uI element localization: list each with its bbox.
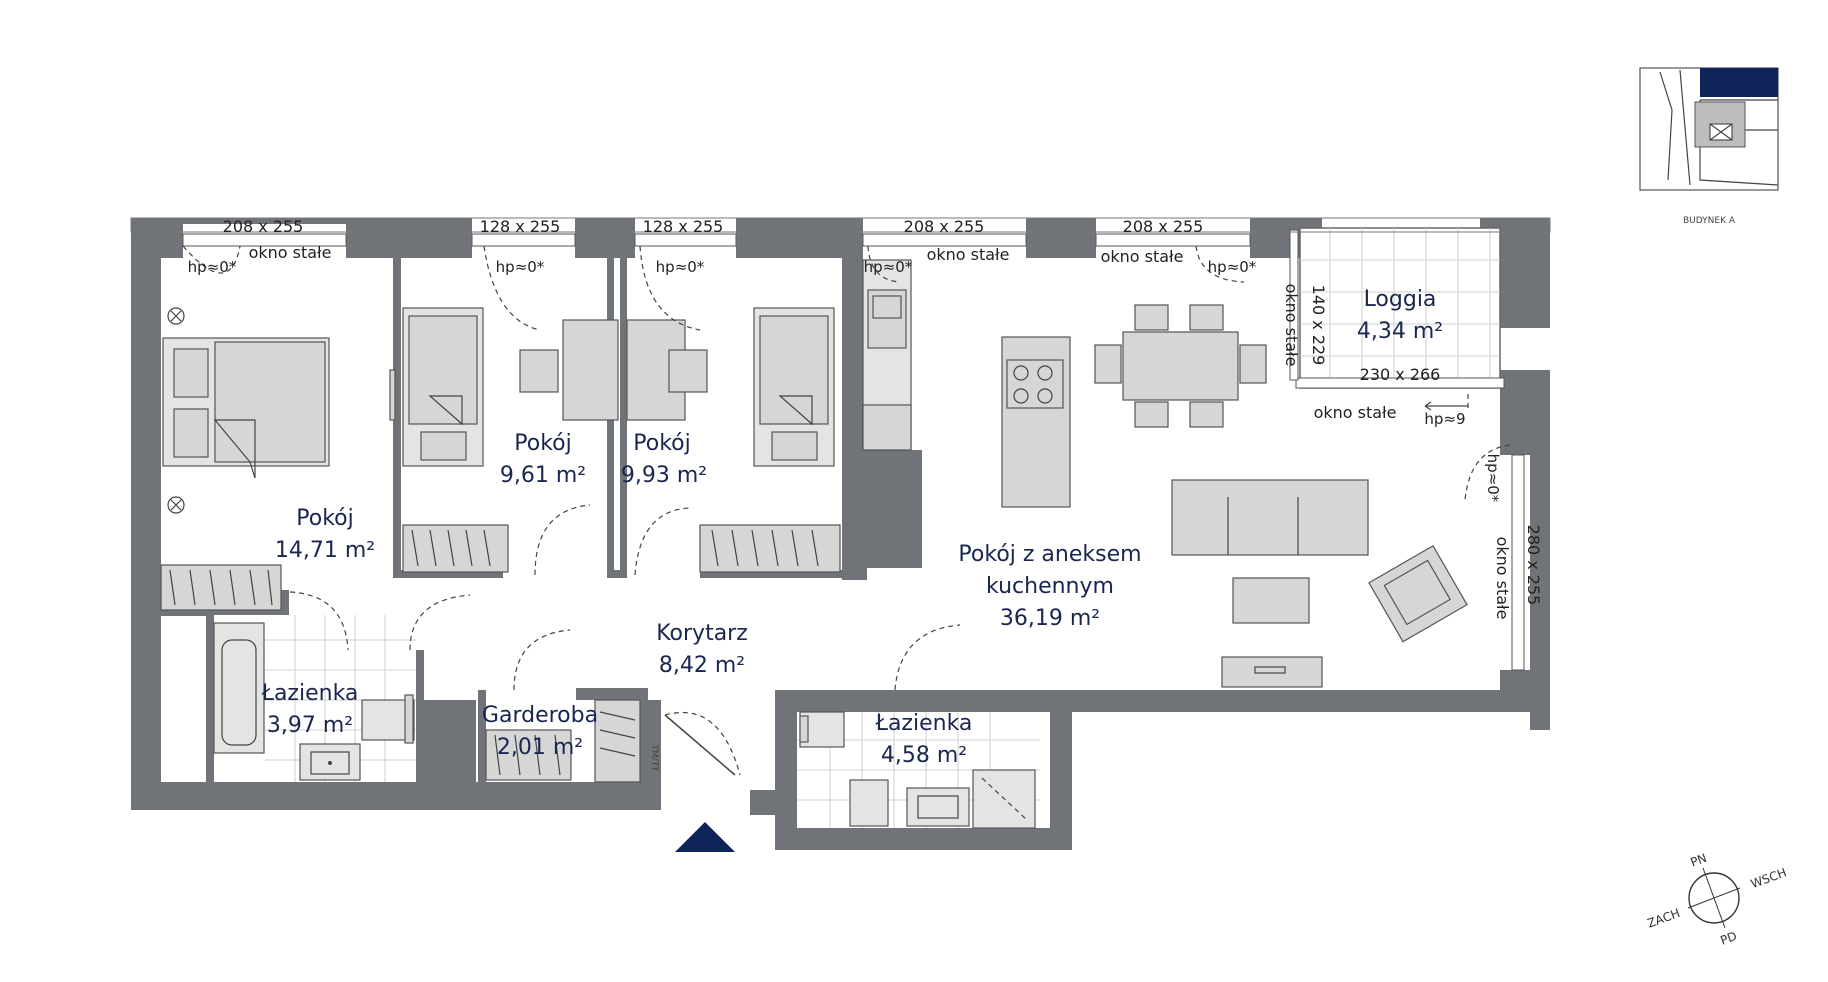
room-name-garderoba: Garderoba <box>482 703 598 728</box>
windows <box>130 217 1551 671</box>
bedroom-3-furniture <box>626 307 841 573</box>
doors <box>182 245 1511 776</box>
room-name-pokoj-2: Pokój <box>514 431 571 456</box>
room-name-lazienka-1: Łazienka <box>261 681 359 706</box>
bathroom-2-fixtures <box>797 711 1050 829</box>
room-name-lazienka-2: Łazienka <box>875 711 973 736</box>
window-4-hp: hp≈0* <box>864 258 913 276</box>
dining-table <box>1094 304 1267 428</box>
window-labels: 208 x 255 okno stałe hp≈0* 128 x 255 hp≈… <box>188 217 1543 772</box>
walls <box>131 218 1550 850</box>
window-3-size: 128 x 255 <box>643 217 724 236</box>
room-area-korytarz: 8,42 m² <box>659 653 745 678</box>
room-name-loggia: Loggia <box>1364 287 1437 312</box>
compass-icon: PN WSCH PD ZACH <box>1645 851 1788 948</box>
key-plan: BUDYNEK A <box>1639 67 1779 226</box>
room-labels: Pokój 14,71 m² Pokój 9,61 m² Pokój 9,93 … <box>261 287 1444 768</box>
east-window-size: 280 x 255 <box>1524 525 1543 606</box>
loggia-bottom-window-type: okno stałe <box>1314 403 1397 422</box>
compass-south: PD <box>1718 929 1738 948</box>
window-5-size: 208 x 255 <box>1123 217 1204 236</box>
tm-tt-label: TM/TT <box>649 743 659 772</box>
window-1-type: okno stałe <box>249 243 332 262</box>
loggia-side-window-size: 140 x 229 <box>1309 285 1328 366</box>
window-1-size: 208 x 255 <box>223 217 304 236</box>
east-window-hp: hp≈0* <box>1484 454 1502 503</box>
room-area-loggia: 4,34 m² <box>1357 319 1443 344</box>
key-plan-label: BUDYNEK A <box>1683 216 1736 226</box>
window-3-hp: hp≈0* <box>656 258 705 276</box>
bedroom-1-furniture <box>160 307 330 611</box>
compass-north: PN <box>1689 851 1709 870</box>
room-name-salon-line2: kuchennym <box>986 574 1114 599</box>
window-1-hp: hp≈0* <box>188 258 237 276</box>
window-5-hp: hp≈0* <box>1208 258 1257 276</box>
room-area-lazienka-1: 3,97 m² <box>267 713 353 738</box>
room-name-pokoj-3: Pokój <box>633 431 690 456</box>
room-area-pokoj-1: 14,71 m² <box>275 538 375 563</box>
window-4-type: okno stałe <box>927 245 1010 264</box>
loggia-side-window-type: okno stałe <box>1282 284 1301 367</box>
room-name-salon-line1: Pokój z aneksem <box>958 542 1141 567</box>
window-4-size: 208 x 255 <box>904 217 985 236</box>
room-area-pokoj-2: 9,61 m² <box>500 463 586 488</box>
room-area-pokoj-3: 9,93 m² <box>621 463 707 488</box>
compass-east: WSCH <box>1749 865 1788 891</box>
window-2-hp: hp≈0* <box>496 258 545 276</box>
kitchen-furniture <box>862 259 1071 508</box>
bedroom-2-furniture <box>389 307 619 573</box>
entrance-arrow-icon <box>675 822 735 852</box>
room-area-lazienka-2: 4,58 m² <box>881 743 967 768</box>
compass-west: ZACH <box>1645 906 1681 931</box>
east-window-type: okno stałe <box>1493 537 1512 620</box>
wardrobe-room <box>485 699 641 783</box>
room-name-korytarz: Korytarz <box>656 621 748 646</box>
window-5-type: okno stałe <box>1101 247 1184 266</box>
loggia-bottom-window-hp: hp≈9 <box>1424 410 1465 428</box>
room-name-pokoj-1: Pokój <box>296 506 353 531</box>
loggia-area <box>1289 227 1505 389</box>
room-area-garderoba: 2,01 m² <box>497 735 583 760</box>
window-2-size: 128 x 255 <box>480 217 561 236</box>
sofa-set <box>1171 479 1468 688</box>
bathroom-1-fixtures <box>213 615 416 782</box>
room-area-salon: 36,19 m² <box>1000 606 1100 631</box>
loggia-bottom-window-size: 230 x 266 <box>1360 365 1441 384</box>
